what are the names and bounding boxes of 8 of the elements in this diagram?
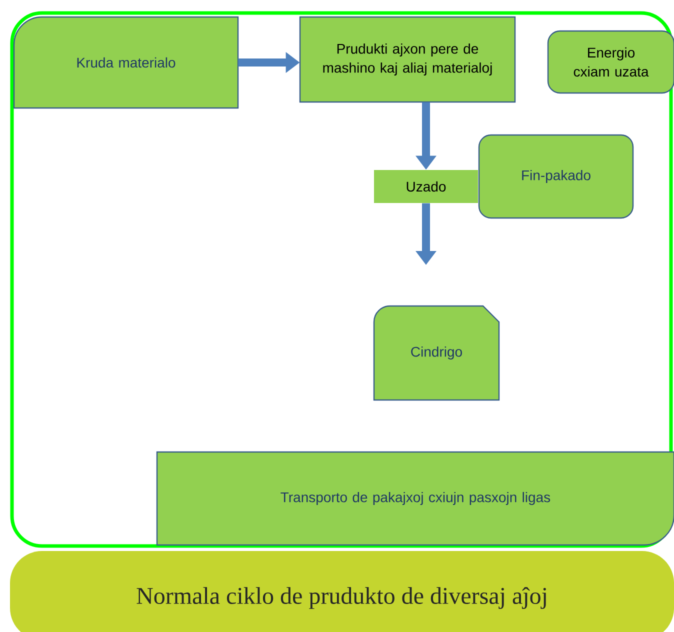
process-box: Uzado	[374, 170, 478, 203]
process-box: Transporto de pakajxoj cxiujn pasxojn ligas	[156, 451, 674, 546]
rounded-box: Fin-pakado	[478, 134, 634, 219]
snipped-box: Cindrigo	[373, 305, 500, 401]
process-box: Prudukti ajxon pere de mashino kaj aliaj materialoj	[299, 16, 516, 103]
title-band: Normala ciklo de prudukto de diversaj aĵoj	[10, 551, 674, 632]
title-box: Kruda materialo	[13, 16, 239, 109]
process-box: Energio cxiam uzata	[547, 30, 674, 94]
